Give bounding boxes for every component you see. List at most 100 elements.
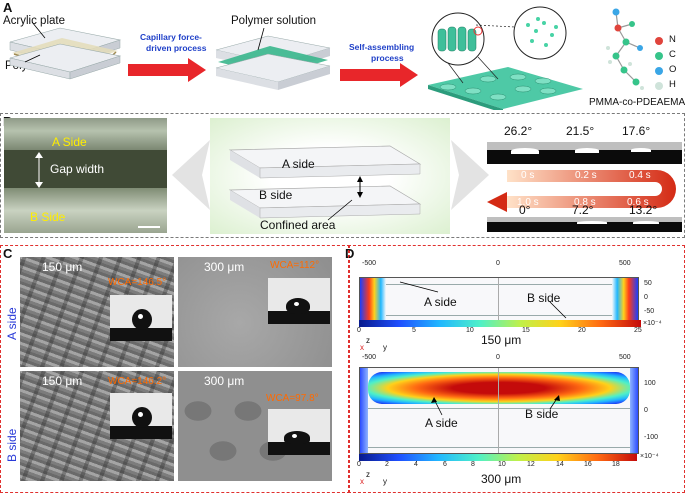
angle-top-2: 17.6° xyxy=(622,124,651,138)
cbar-tick: 10 xyxy=(498,461,506,468)
colorbar-300 xyxy=(359,454,637,461)
cbar-tick: 14 xyxy=(556,461,564,468)
sem-image-b-300: 300 μm WCA=97.8° xyxy=(178,371,332,481)
sem-image-a-300: 300 μm WCA=112° xyxy=(178,257,332,367)
time-top-0: 0 s xyxy=(521,170,535,181)
stack-diagram-1 xyxy=(9,22,122,80)
axis-triad-x: x xyxy=(360,477,364,486)
droplet-inset xyxy=(268,409,330,455)
thickness-label: 150 μm xyxy=(42,374,83,388)
y-tick: 0 xyxy=(644,407,648,414)
panel-a: A Acrylic plate Polyester fabric Capilla… xyxy=(0,0,685,112)
gap-a-side-label: A Side xyxy=(52,135,87,149)
x-tick: 0 xyxy=(496,260,500,267)
molecule-diagram xyxy=(606,8,644,90)
wca-label: WCA=146.5° xyxy=(108,277,167,288)
wca-label: WCA=146.2° xyxy=(108,376,167,387)
polymer-name: PMMA-co-PDEAEMA xyxy=(589,97,685,108)
b-side-label: B side xyxy=(5,428,19,462)
thickness-label: 150 μm xyxy=(42,260,83,274)
angle-bottom-2: 13.2° xyxy=(629,203,658,217)
chevron-left-icon xyxy=(172,140,210,210)
cbar-tick: 8 xyxy=(471,461,475,468)
cbar-tick: 12 xyxy=(527,461,535,468)
gap-width-label: Gap width xyxy=(50,162,105,176)
confined-area-diagram: A side B side Confined area xyxy=(210,118,450,234)
simulation-plot-300 xyxy=(359,367,639,454)
confined-area-label: Confined area xyxy=(260,218,336,232)
cbar-tick: 0 xyxy=(357,327,361,334)
plates-illustration xyxy=(228,145,422,221)
plot2-caption: 300 μm xyxy=(481,472,522,486)
panel-c-letter: C xyxy=(3,246,13,261)
cbar-tick: 0 xyxy=(357,461,361,468)
stack-diagram-2 xyxy=(215,28,331,90)
gap-b-side-label: B Side xyxy=(30,210,66,224)
axis-triad-x: x xyxy=(360,343,364,352)
droplet-inset xyxy=(110,295,172,341)
thickness-label: 300 μm xyxy=(204,260,245,274)
cbar-exponent: ×10⁻⁴ xyxy=(643,320,662,327)
angle-bottom-1: 7.2° xyxy=(572,203,594,217)
cbar-tick: 5 xyxy=(412,327,416,334)
wca-label: WCA=97.8° xyxy=(266,393,319,404)
cbar-tick: 6 xyxy=(443,461,447,468)
cbar-tick: 25 xyxy=(634,327,642,334)
colorbar-150 xyxy=(359,320,641,327)
capillary-label-1: Capillary force- xyxy=(140,32,202,42)
arrow-1 xyxy=(128,58,206,82)
h-atom-label: H xyxy=(669,79,676,90)
cbar-tick: 18 xyxy=(612,461,620,468)
panel-d-letter: D xyxy=(345,246,355,261)
arrow-2 xyxy=(340,63,418,87)
cbar-tick: 2 xyxy=(385,461,389,468)
c-atom-label: C xyxy=(669,49,676,60)
acrylic-plate-label: Acrylic plate xyxy=(3,15,65,27)
chevron-right-icon xyxy=(451,140,489,210)
cbar-tick: 20 xyxy=(578,327,586,334)
cbar-tick: 10 xyxy=(466,327,474,334)
self-assembling-label-1: Self-assembling xyxy=(349,42,415,52)
plot1-b-side: B side xyxy=(527,291,561,305)
angle-bottom-0: 0° xyxy=(519,203,531,217)
n-atom-swatch xyxy=(655,37,663,45)
coated-fabric-diagram xyxy=(428,6,583,110)
axis-triad-z: z xyxy=(366,470,370,479)
cbar-tick: 16 xyxy=(584,461,592,468)
gap-micrograph: A Side Gap width B Side xyxy=(4,118,167,233)
sem-image-b-150: 150 μm WCA=146.2° xyxy=(20,371,174,481)
x-tick: 0 xyxy=(496,354,500,361)
x-tick: 500 xyxy=(619,354,631,361)
plot2-a-side: A side xyxy=(425,416,458,430)
x-tick: -500 xyxy=(362,260,377,267)
y-tick: 50 xyxy=(644,280,652,287)
x-tick: -500 xyxy=(362,354,377,361)
y-tick: 100 xyxy=(644,380,656,387)
time-bottom-1: 0.8 s xyxy=(574,197,596,208)
time-top-2: 0.4 s xyxy=(629,170,651,181)
cbar-tick: 4 xyxy=(414,461,418,468)
simulation-plot-150 xyxy=(359,277,639,321)
axis-triad-z: z xyxy=(366,336,370,345)
droplet-inset xyxy=(110,393,172,439)
c-atom-swatch xyxy=(655,52,663,60)
plot2-pointers xyxy=(431,395,560,416)
droplet-inset xyxy=(268,278,330,324)
diagram-a-side-label: A side xyxy=(282,157,315,171)
a-side-label: A side xyxy=(5,307,19,340)
wca-label: WCA=112° xyxy=(270,260,320,271)
self-assembling-label-2: process xyxy=(371,53,404,63)
time-top-1: 0.2 s xyxy=(575,170,597,181)
h-atom-swatch xyxy=(655,82,663,90)
plot2-b-side: B side xyxy=(525,407,559,421)
sem-image-a-150: 150 μm WCA=146.5° xyxy=(20,257,174,367)
o-atom-label: O xyxy=(669,64,677,75)
gap-arrow-icon xyxy=(35,152,43,188)
axis-triad-y: y xyxy=(383,343,387,352)
timeline-arrow xyxy=(487,170,676,212)
droplet-strip-bottom xyxy=(487,217,682,232)
polymer-solution-label: Polymer solution xyxy=(231,15,317,27)
cbar-tick: 15 xyxy=(522,327,530,334)
time-bottom-2: 0.6 s xyxy=(627,197,649,208)
n-atom-label: N xyxy=(669,34,676,45)
